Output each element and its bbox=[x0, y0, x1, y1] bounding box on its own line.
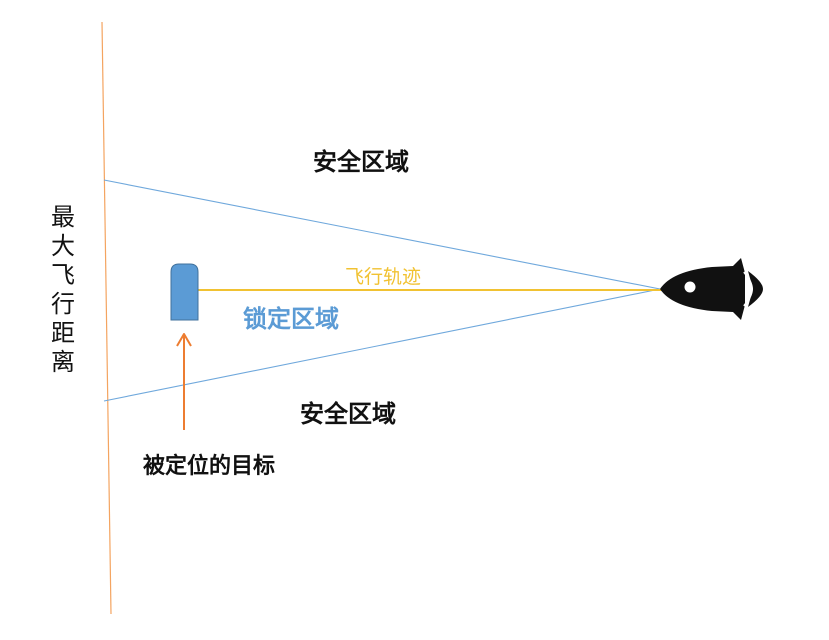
safe-zone-bottom-label: 安全区域 bbox=[300, 400, 396, 428]
lock-zone-label: 锁定区域 bbox=[243, 305, 339, 333]
target-block-icon bbox=[170, 263, 199, 321]
max-distance-boundary-line bbox=[101, 21, 112, 615]
target-pointer-arrow bbox=[176, 333, 192, 430]
beam-lower-edge bbox=[103, 288, 661, 402]
safe-zone-top-label: 安全区域 bbox=[313, 148, 409, 176]
flight-trajectory-label: 飞行轨迹 bbox=[345, 266, 422, 288]
max-distance-label: 最大飞行距离 bbox=[51, 203, 75, 376]
beam-upper-edge bbox=[103, 179, 661, 290]
rocket-icon bbox=[660, 258, 763, 320]
target-label: 被定位的目标 bbox=[143, 454, 276, 479]
